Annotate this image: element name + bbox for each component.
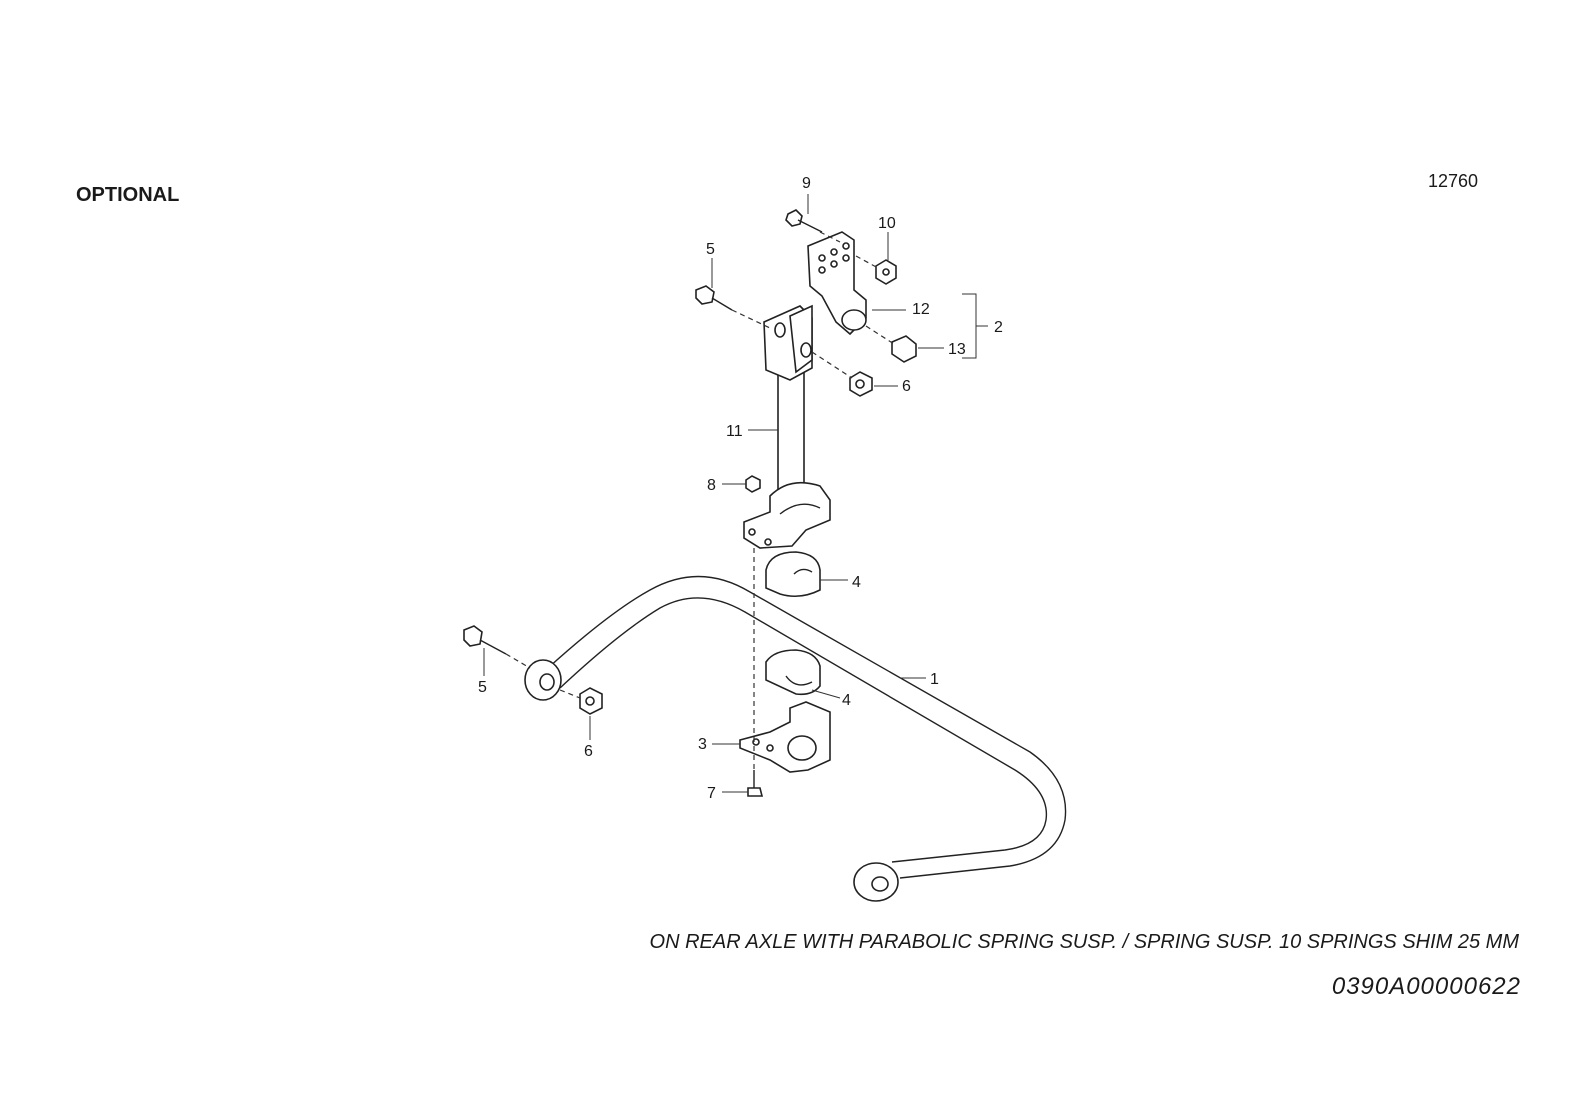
- callout-4-upper: 4: [852, 574, 861, 591]
- callout-3: 3: [698, 736, 707, 753]
- callout-4-lower: 4: [842, 692, 851, 709]
- callout-12: 12: [912, 301, 930, 318]
- bushing-lower: [765, 649, 821, 696]
- upper-clamp: [743, 481, 831, 549]
- callout-9: 9: [802, 175, 811, 192]
- figure-caption: ON REAR AXLE WITH PARABOLIC SPRING SUSP.…: [649, 931, 1519, 953]
- nut-6-lower: [579, 687, 603, 715]
- callout-6-lower: 6: [584, 743, 593, 760]
- callout-10: 10: [878, 215, 896, 232]
- stabilizer-bar: [524, 575, 1067, 902]
- callout-5-upper: 5: [706, 241, 715, 258]
- lower-clamp: [739, 701, 831, 773]
- drawing-number: 12760: [1428, 171, 1479, 191]
- callout-8: 8: [707, 477, 716, 494]
- callout-1: 1: [930, 671, 939, 688]
- nut-8: [745, 475, 761, 493]
- optional-label: OPTIONAL: [76, 184, 180, 206]
- callout-2: 2: [994, 319, 1003, 336]
- bushing-upper: [765, 551, 821, 598]
- link-rod: [763, 304, 813, 503]
- callout-7: 7: [707, 785, 716, 802]
- callouts: 9 10 5 12 2 13 6 11 8 4 1 5 4 6 3 7: [478, 175, 1003, 802]
- assembly-lines: [505, 231, 895, 770]
- bolt-9: [785, 209, 823, 233]
- leader-lines: [483, 194, 988, 793]
- callout-5-lower: 5: [478, 679, 487, 696]
- part-code: 0390A00000622: [1331, 973, 1521, 1000]
- nut-6-upper: [849, 371, 873, 397]
- bolt-5-upper: [695, 285, 733, 311]
- callout-6-upper: 6: [902, 378, 911, 395]
- nut-10: [875, 259, 897, 285]
- bolt-7: [747, 770, 764, 797]
- bracket: [807, 231, 867, 336]
- bolt-5-lower: [463, 625, 507, 655]
- callout-11: 11: [726, 423, 743, 440]
- sleeve: [891, 335, 917, 363]
- callout-13: 13: [948, 341, 966, 358]
